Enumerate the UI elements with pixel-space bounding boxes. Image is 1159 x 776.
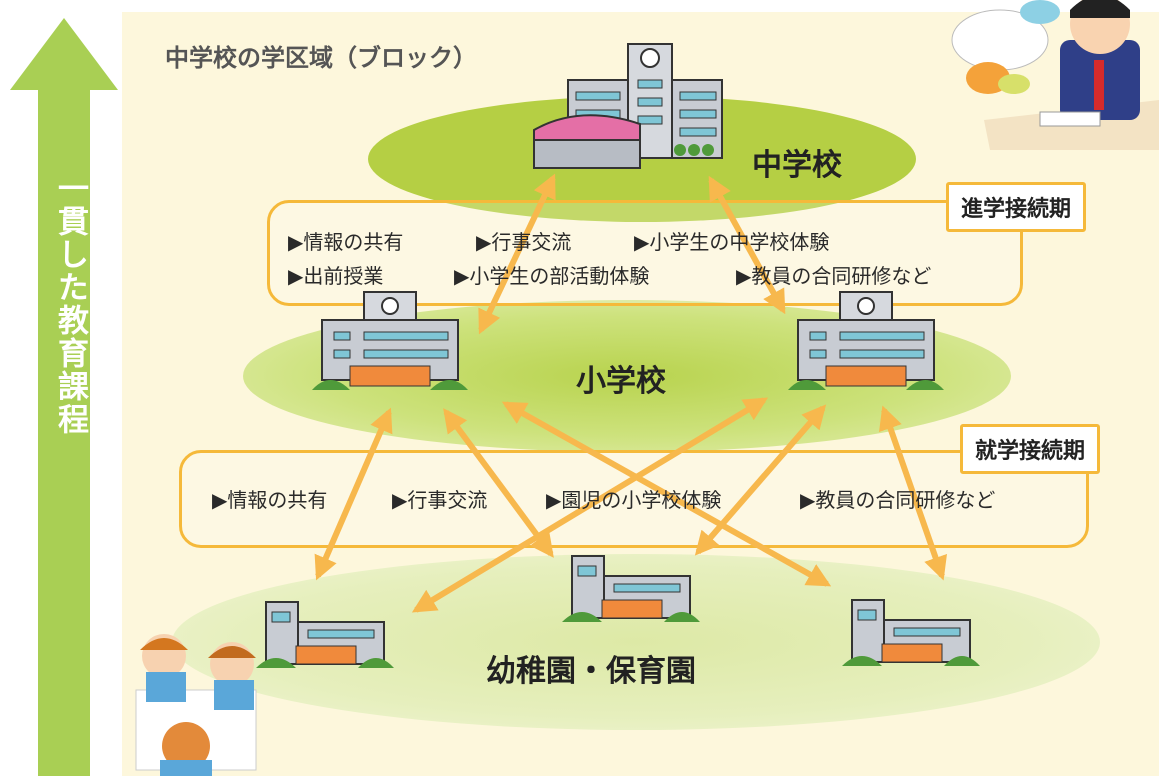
- elementary-label: 小学校: [576, 364, 666, 399]
- enrollment-item: ▶教員の合同研修など: [800, 488, 996, 512]
- student-thinking-illustration: [951, 0, 1159, 150]
- advancement-tag: 進学接続期: [946, 182, 1087, 232]
- arrow-es-pre-1: [314, 407, 393, 581]
- preschool-building-icon: [562, 555, 700, 622]
- elementary-school-building-icon: [312, 291, 468, 390]
- preschool-building-icon: [842, 599, 980, 666]
- enrollment-item: ▶行事交流: [392, 488, 488, 512]
- elementary-school-building-icon: [788, 291, 944, 390]
- enrollment-tag: 就学接続期: [960, 424, 1101, 474]
- arrow-es-pre-6: [879, 405, 947, 581]
- side-label: 一貫した教育課程: [52, 172, 88, 436]
- enrollment-item: ▶園児の小学校体験: [546, 488, 722, 512]
- arrow-jhs-es-left: [478, 173, 556, 335]
- arrow-es-pre-5: [694, 404, 827, 556]
- junior-high-building-icon: [533, 43, 723, 169]
- preschool-label: 幼稚園・保育園: [486, 654, 696, 689]
- advancement-item: ▶情報の共有: [288, 230, 404, 254]
- advancement-item: ▶行事交流: [476, 230, 572, 254]
- advancement-item: ▶小学生の中学校体験: [634, 230, 830, 254]
- preschool-building-icon: [256, 601, 394, 668]
- enrollment-item: ▶情報の共有: [212, 488, 328, 512]
- children-drawing-illustration: [135, 634, 257, 776]
- advancement-item: ▶出前授業: [288, 264, 384, 288]
- arrow-jhs-es-right: [708, 175, 786, 315]
- advancement-box: [267, 200, 1023, 306]
- advancement-item: ▶小学生の部活動体験: [454, 264, 650, 288]
- up-arrow-icon: [10, 18, 118, 776]
- advancement-item: ▶教員の合同研修など: [736, 264, 932, 288]
- junior-high-label: 中学校: [752, 148, 842, 183]
- section-title: 中学校の学区域（ブロック）: [165, 44, 477, 72]
